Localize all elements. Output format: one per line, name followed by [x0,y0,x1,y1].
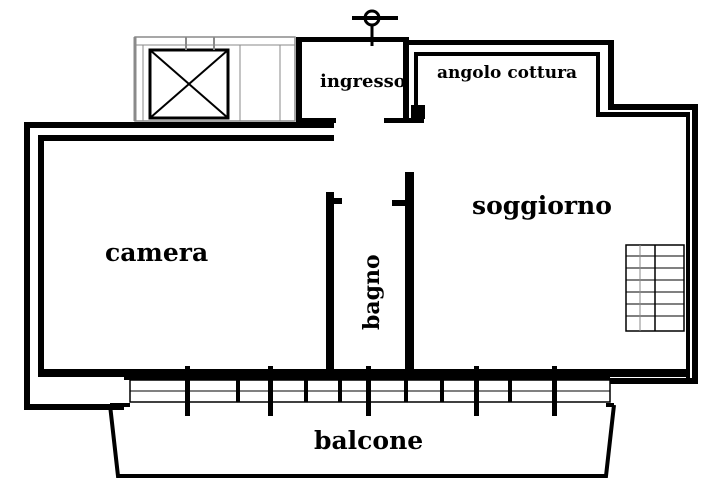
outer-walls [24,37,698,410]
room-label-balcone: balcone [314,426,423,455]
entrance-lamp-icon [352,9,398,46]
room-label-angolo-cottura: angolo cottura [437,63,577,83]
room-label-camera: camera [105,238,208,267]
room-label-bagno: bagno [359,254,385,330]
interior-walls [326,105,425,372]
elevator-shaft-icon [133,36,296,122]
room-label-ingresso: ingresso [320,71,406,92]
balcony-outline [108,403,616,478]
staircase-icon [625,244,685,332]
balcony-windows [124,366,611,416]
room-label-soggiorno: soggiorno [472,191,612,220]
